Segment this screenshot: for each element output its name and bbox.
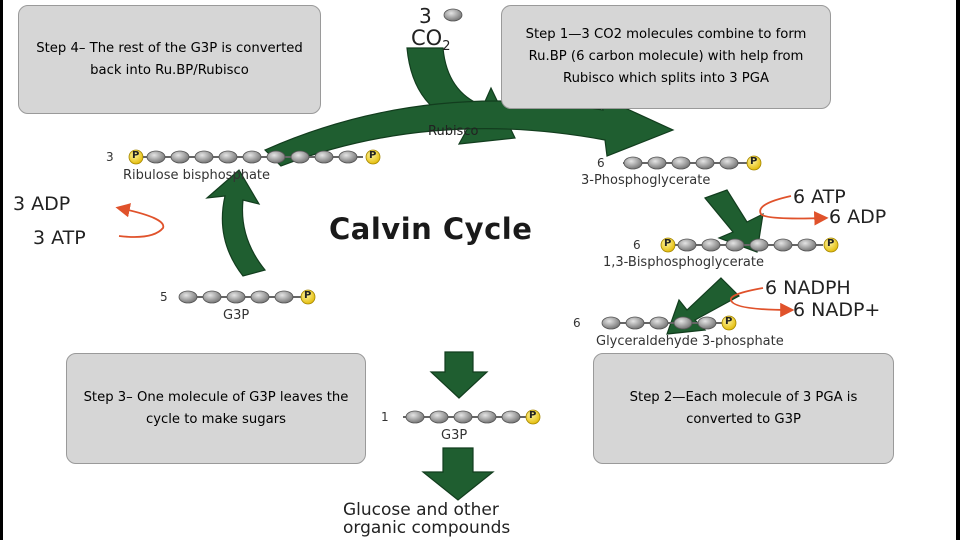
adp-out-right: 6 ADP <box>829 206 887 228</box>
nadph-nadp-arrow <box>730 287 795 318</box>
atp-adp-right-arrow <box>759 195 829 226</box>
co2-label: CO2 <box>411 26 451 55</box>
rubp-chain <box>128 149 381 165</box>
g3p-one-phosphate: P <box>529 410 537 421</box>
co2-count: 3 <box>419 4 432 28</box>
nadp-out: 6 NADP+ <box>793 299 881 321</box>
atp-in-right: 6 ATP <box>793 186 846 208</box>
g3p-six-phosphate: P <box>725 316 733 327</box>
pga-chain <box>623 155 762 171</box>
nadph-in: 6 NADPH <box>765 277 851 299</box>
g3p-six-chain <box>601 315 737 331</box>
diagram-title: Calvin Cycle <box>329 212 533 246</box>
rubp-count: 3 <box>106 150 114 164</box>
adp-atp-left-arrow <box>115 203 165 238</box>
g3p-five-count: 5 <box>160 290 168 304</box>
g3p-five-chain <box>178 289 316 305</box>
g3p-five-phosphate: P <box>304 290 312 301</box>
step-4-callout: Step 4– The rest of the G3P is converted… <box>18 5 321 114</box>
co2-molecule <box>443 8 463 22</box>
bpg-count: 6 <box>633 238 641 252</box>
enzyme-label: Rubisco <box>428 124 479 139</box>
pga-name: 3-Phosphoglycerate <box>581 173 711 188</box>
step-3-callout: Step 3– One molecule of G3P leaves the c… <box>66 353 366 464</box>
pga-count: 6 <box>597 156 605 170</box>
pga-to-bpg-arrow <box>703 189 764 253</box>
bpg-chain <box>660 237 839 253</box>
bpg-phosphate-right: P <box>827 238 835 249</box>
step-1-callout: Step 1—3 CO2 molecules combine to form R… <box>501 5 831 109</box>
g3p-one-count: 1 <box>381 410 389 424</box>
g3p-five-name: G3P <box>223 308 250 323</box>
rubp-phosphate-left: P <box>132 150 140 161</box>
g3p-exit-arrow <box>429 351 489 399</box>
rubp-name: Ribulose bisphosphate <box>123 168 271 183</box>
bpg-name: 1,3-Bisphosphoglycerate <box>603 255 764 270</box>
calvin-cycle-diagram <box>115 8 839 501</box>
bpg-phosphate-left: P <box>664 238 672 249</box>
rubisco-arc-arrow <box>263 94 675 167</box>
g3p-one-chain <box>403 409 541 425</box>
g3p-to-rubp-arrow <box>205 169 267 277</box>
atp-in-left: 3 ATP <box>33 227 86 249</box>
g3p-one-name: G3P <box>441 428 468 443</box>
slide-canvas: P P P P P P P P 3 CO2 Calvin Cycle Rubis… <box>3 0 956 540</box>
g3p-six-count: 6 <box>573 316 581 330</box>
output-line-1: Glucose and other <box>343 500 499 520</box>
step-2-callout: Step 2—Each molecule of 3 PGA is convert… <box>593 353 894 464</box>
output-line-2: organic compounds <box>343 518 511 538</box>
pga-phosphate: P <box>750 156 758 167</box>
sugar-output-arrow <box>421 447 495 501</box>
adp-out-left: 3 ADP <box>13 193 71 215</box>
g3p-six-name: Glyceraldehyde 3-phosphate <box>596 334 784 349</box>
rubp-phosphate-right: P <box>369 150 377 161</box>
